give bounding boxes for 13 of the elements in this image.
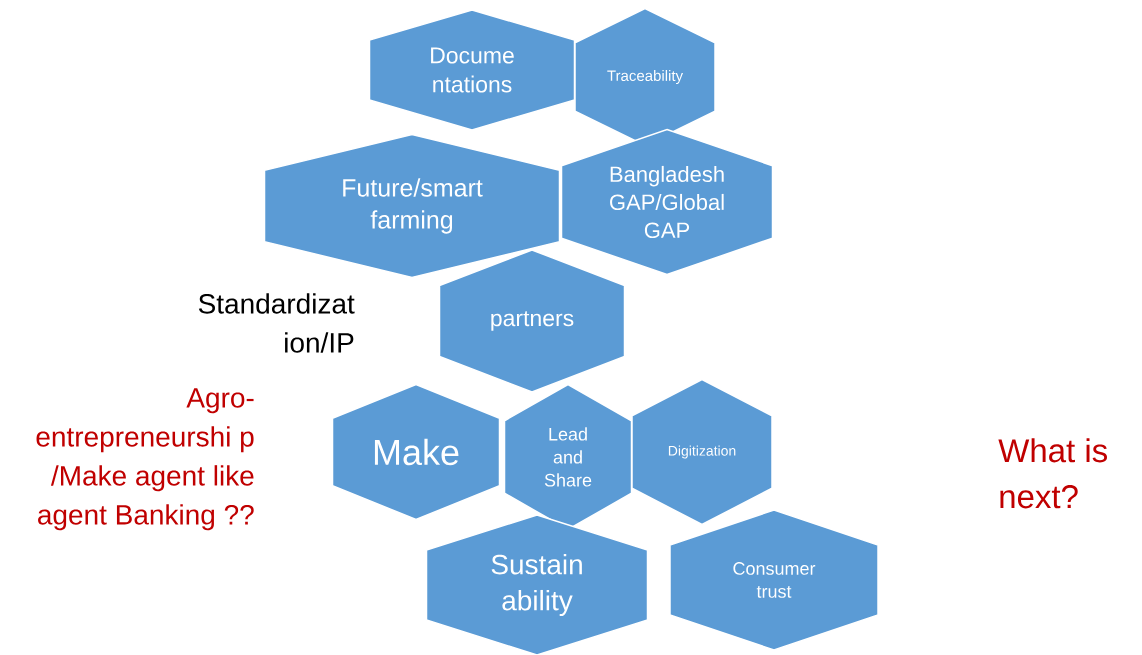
hexagon-box: Bangladesh GAP/Global GAP [560, 128, 774, 276]
hexagon-box: Digitization [631, 378, 773, 526]
hexagon-box: Make [331, 383, 501, 521]
hexagon-box: Traceability [574, 7, 716, 147]
hexagon-box: Sustain ability [425, 514, 649, 655]
hexagon-box: partners [438, 249, 626, 393]
hexagon-box: Future/smart farming [263, 133, 561, 279]
text-label: Standardizat ion/IP [198, 293, 355, 353]
text-label: What is next? [998, 438, 1107, 509]
text-label: Agro- entrepreneurshi p /Make agent like agent Banking ?? [36, 388, 254, 531]
hexagon-box: Lead and Share [503, 383, 633, 531]
hexagon-box: Consumer trust [669, 509, 879, 651]
hexagon-box: Docume ntations [368, 9, 576, 131]
